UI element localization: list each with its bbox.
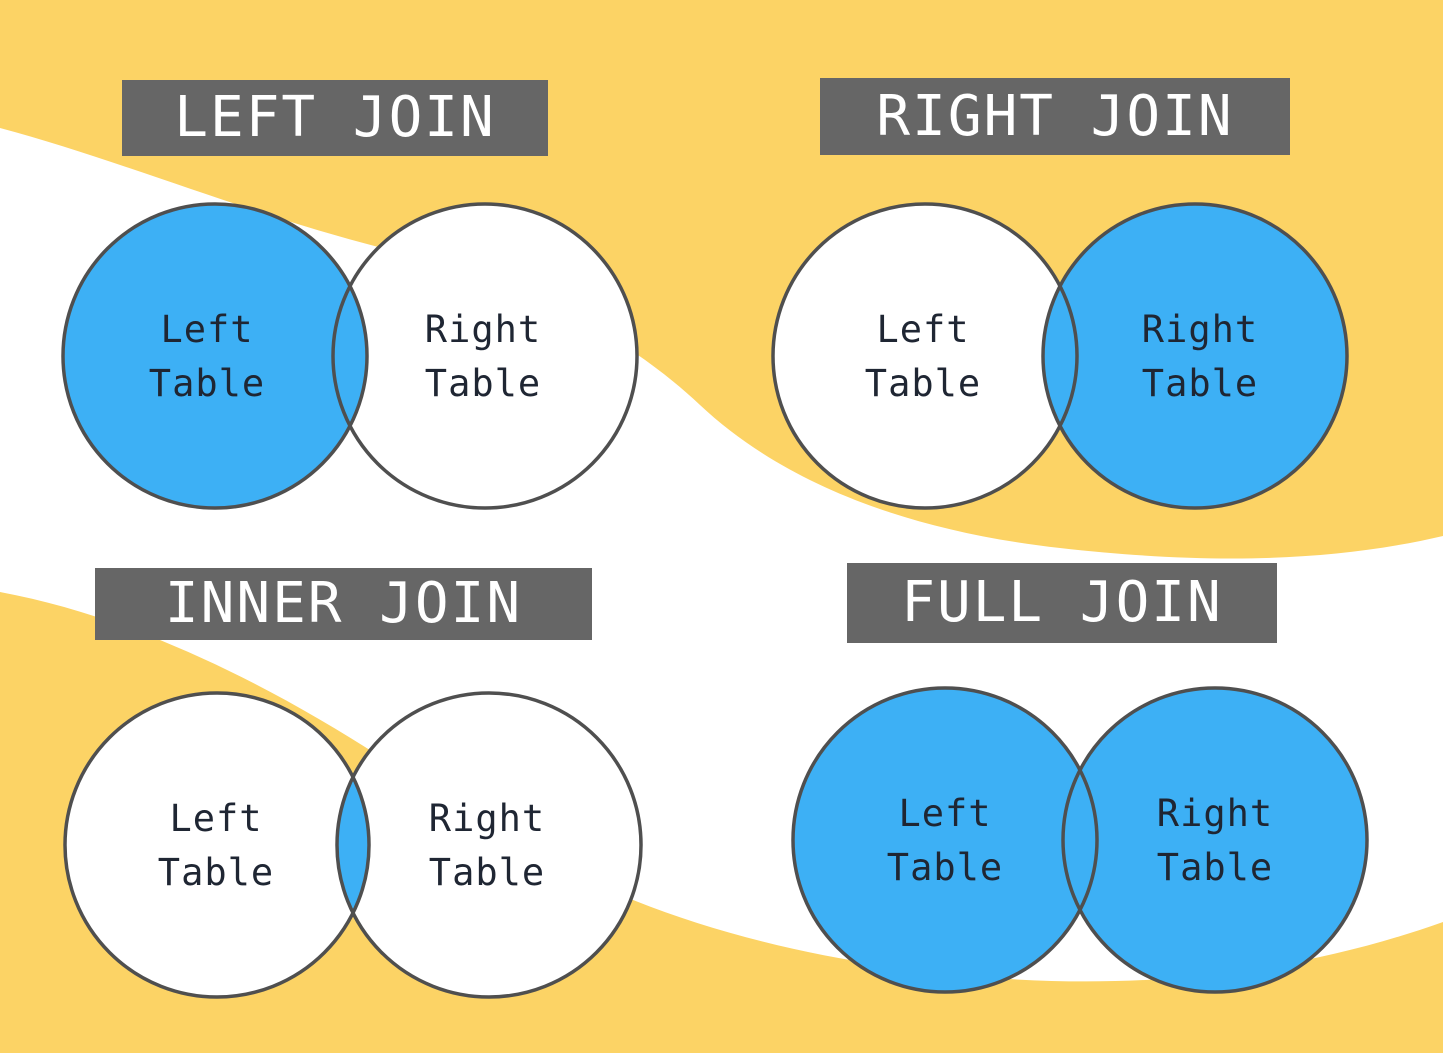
left-circle-fill-full-join: [793, 688, 1097, 992]
venn-left-join: Left Table Right Table: [61, 202, 639, 510]
left-circle-outline-left-join: [61, 202, 369, 510]
right-table-label-line1-inner-join: Right: [429, 797, 545, 840]
left-table-label-line1-left-join: Left: [160, 308, 253, 351]
right-circle-fill-inner-join: [337, 693, 641, 997]
title-right-join: RIGHT JOIN: [820, 78, 1290, 155]
right-circle-outline-right-join: [1041, 202, 1349, 510]
diagram-full-join: FULL JOIN Left Table Right Table: [743, 540, 1443, 1053]
left-table-label-line2-full-join: Table: [887, 846, 1003, 889]
right-circle-fill-right-join: [1043, 204, 1347, 508]
right-table-label-line1-left-join: Right: [425, 308, 541, 351]
right-table-label-line2-full-join: Table: [1157, 846, 1273, 889]
diagram-left-join: LEFT JOIN Left Table Right Table: [0, 0, 700, 540]
left-table-label-line2-right-join: Table: [865, 362, 981, 405]
title-full-join: FULL JOIN: [847, 563, 1277, 643]
left-circle-outline-right-join: [771, 202, 1079, 510]
right-table-label-line1-full-join: Right: [1157, 792, 1273, 835]
venn-right-join: Left Table Right Table: [771, 202, 1349, 510]
diagram-inner-join: INNER JOIN Left Table Right Table: [0, 540, 700, 1053]
right-table-label-line2-right-join: Table: [1142, 362, 1258, 405]
right-circle-fill-full-join: [1063, 688, 1367, 992]
venn-full-join: Left Table Right Table: [791, 686, 1369, 994]
left-circle-outline-full-join: [791, 686, 1099, 994]
left-table-label-line1-right-join: Left: [876, 308, 969, 351]
right-circle-fill-left-join: [333, 204, 637, 508]
right-table-label-line2-left-join: Table: [425, 362, 541, 405]
right-circle-outline-inner-join: [335, 691, 643, 999]
venn-inner-join: Left Table Right Table: [63, 691, 643, 999]
right-circle-outline-full-join: [1061, 686, 1369, 994]
title-left-join: LEFT JOIN: [122, 80, 548, 156]
left-circle-outline-inner-join: [63, 691, 371, 999]
left-table-label-line2-inner-join: Table: [158, 851, 274, 894]
background-wave-lower: [0, 592, 1443, 1053]
left-circle-fill-left-join: [63, 204, 367, 508]
title-inner-join: INNER JOIN: [95, 568, 592, 640]
left-circle-fill-right-join: [773, 204, 1077, 508]
right-circle-outline-left-join: [331, 202, 639, 510]
left-table-label-line1-full-join: Left: [898, 792, 991, 835]
diagram-right-join: RIGHT JOIN Left Table Right Table: [743, 0, 1443, 540]
right-table-label-line1-right-join: Right: [1142, 308, 1258, 351]
right-table-label-line2-inner-join: Table: [429, 851, 545, 894]
left-table-label-line1-inner-join: Left: [169, 797, 262, 840]
left-table-label-line2-left-join: Table: [149, 362, 265, 405]
left-circle-fill-inner-join: [65, 693, 369, 997]
